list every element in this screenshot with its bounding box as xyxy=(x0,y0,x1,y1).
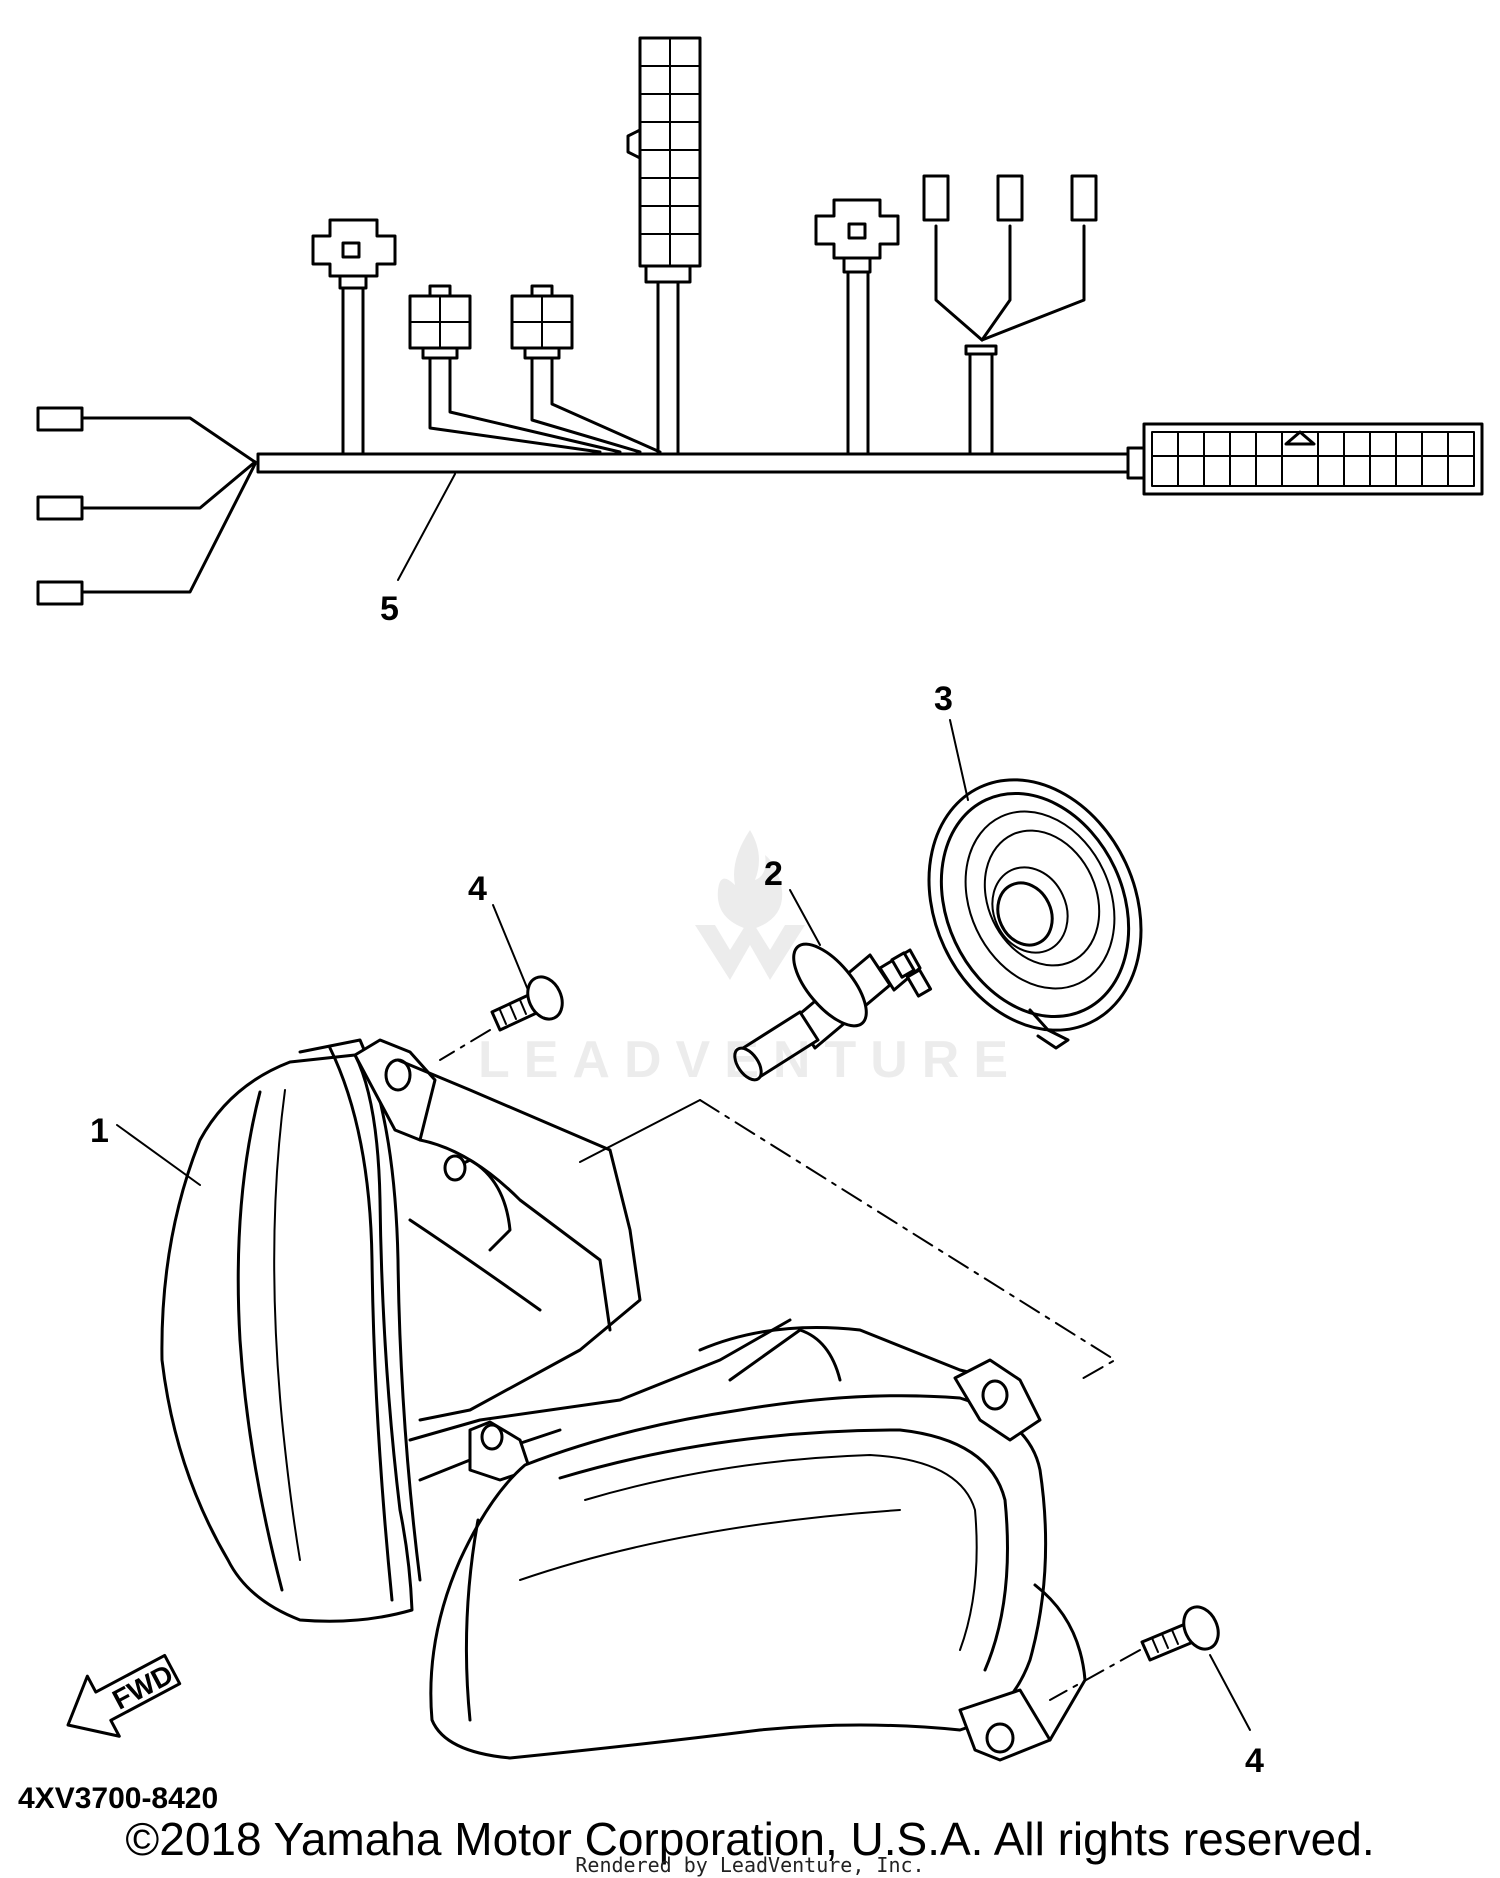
headlight-assembly xyxy=(160,1038,1087,1762)
callout-4-lower: 4 xyxy=(1245,1742,1264,1780)
callout-1: 1 xyxy=(90,1112,109,1150)
leader-line-2 xyxy=(789,889,821,946)
leader-line-3 xyxy=(949,719,969,801)
callout-5: 5 xyxy=(380,590,399,628)
callout-4-upper: 4 xyxy=(468,870,487,908)
bulb-cover xyxy=(927,778,1143,1050)
diagram-code: 4XV3700-8420 xyxy=(18,1782,219,1815)
callout-2: 2 xyxy=(764,855,783,893)
leader-line-1 xyxy=(116,1124,201,1186)
wire-harness xyxy=(36,36,1484,606)
leader-line-5 xyxy=(397,473,456,581)
rendered-by-text: Rendered by LeadVenture, Inc. xyxy=(575,1853,925,1877)
leadventure-logo-icon xyxy=(695,830,805,980)
alignment-line xyxy=(439,1029,1116,1381)
screw-upper xyxy=(490,975,564,1032)
leader-line-4b xyxy=(1209,1654,1251,1731)
screw-lower xyxy=(1049,1605,1220,1701)
fwd-arrow: FWD xyxy=(66,1653,182,1738)
bulb xyxy=(733,942,933,1082)
copyright-text: ©2018 Yamaha Motor Corporation, U.S.A. A… xyxy=(125,1813,1375,1865)
watermark: LEADVENTURE xyxy=(477,1031,1023,1089)
leader-line-4a xyxy=(492,904,529,991)
callout-3: 3 xyxy=(934,680,953,718)
